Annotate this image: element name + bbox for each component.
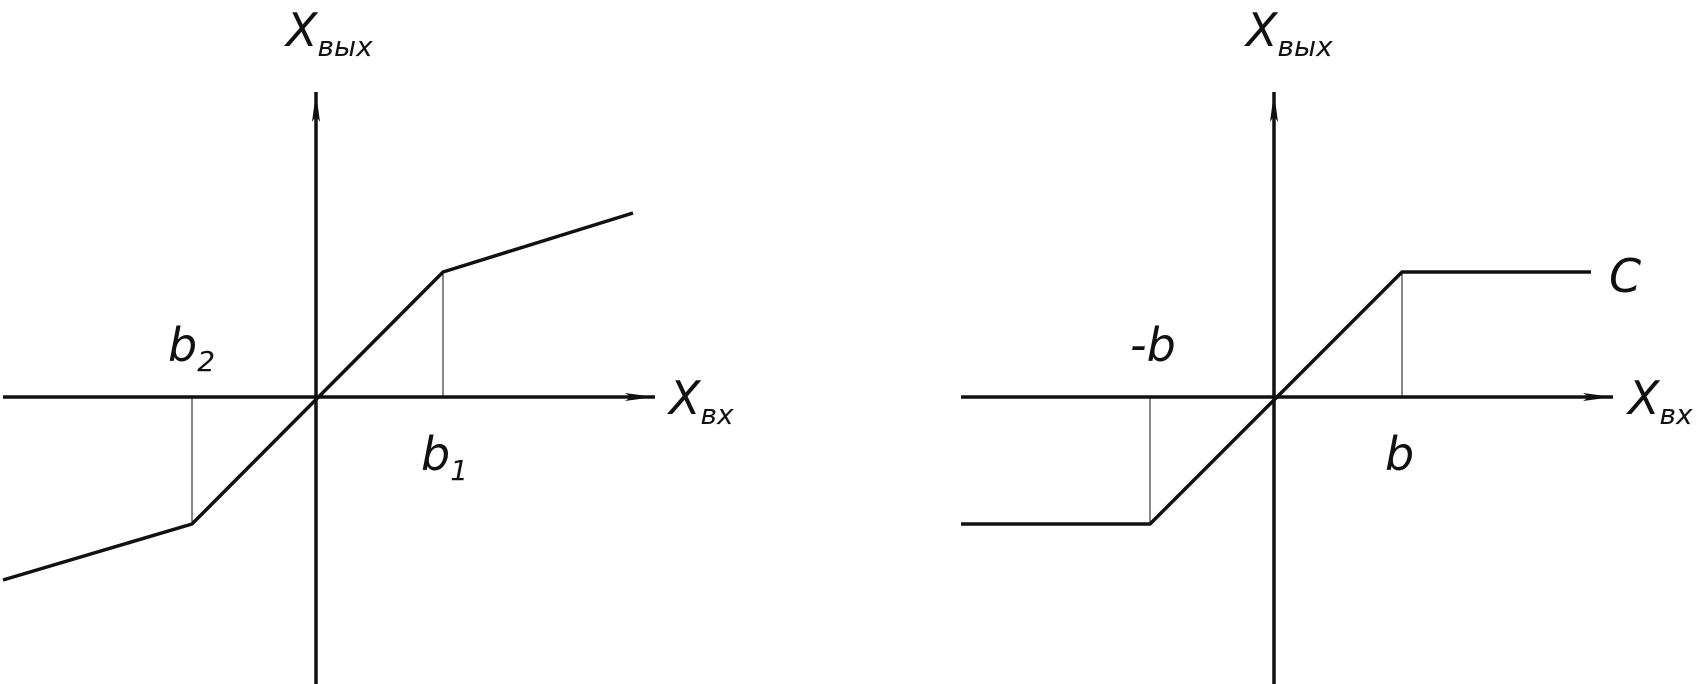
left-b2-label: b2 [168,318,215,378]
right-b-label: b [1385,427,1414,481]
right-saturation-curve [961,270,1591,526]
left-diagram: Xвых Xвх b2 b1 [2,3,734,684]
right-x-axis-label: Xвх [1626,371,1693,431]
right-c-label: C [1609,249,1641,303]
left-b1-label: b1 [421,427,468,487]
right-diagram: Xвых Xвх -b b C [961,3,1693,684]
left-characteristic-curve [2,211,634,582]
left-y-axis-label: Xвых [284,3,373,63]
right-y-axis-label: Xвых [1244,3,1333,63]
left-x-axis-label: Xвх [667,371,734,431]
right-neg-b-label: -b [1130,318,1176,372]
